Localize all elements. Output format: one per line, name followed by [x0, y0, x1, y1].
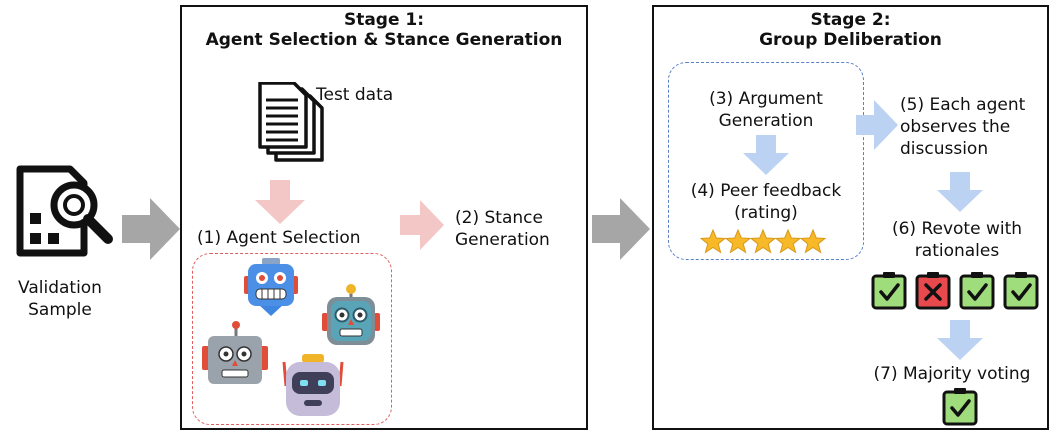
pink-arrow-right: [400, 200, 444, 250]
argument-line-1: (3) Argument: [709, 89, 823, 109]
peer-feedback-label: (4) Peer feedback (rating): [668, 180, 864, 224]
blue-arrow-down-majority: [937, 320, 983, 360]
gray-arrow-to-stage2: [592, 198, 650, 260]
robot-lavender-icon: [280, 352, 346, 418]
stage2-title-line-1: Stage 2:: [810, 10, 891, 30]
agent-pool-box: [192, 253, 392, 425]
stance-line-2: Generation: [455, 230, 550, 250]
stage1-title: Stage 1: Agent Selection & Stance Genera…: [180, 10, 588, 50]
argument-line-2: Generation: [718, 111, 814, 131]
blue-arrow-down-argument: [743, 135, 789, 175]
observe-line-3: discussion: [900, 139, 989, 159]
rating-stars: [700, 229, 830, 255]
revote-line-2: rationales: [914, 241, 1000, 261]
vote-boxes: [871, 272, 1043, 310]
stage2-box: [652, 5, 1049, 430]
peer-line-1: (4) Peer feedback: [690, 181, 842, 201]
majority-voting-label: (7) Majority voting: [873, 364, 1031, 384]
discussion-box: [668, 62, 864, 260]
stage2-title-line-2: Group Deliberation: [759, 30, 942, 50]
argument-generation-label: (3) Argument Generation: [668, 88, 864, 132]
blue-arrow-right: [856, 100, 898, 150]
robot-blue-icon: [240, 258, 302, 318]
robot-gray-icon: [200, 320, 270, 388]
observe-discussion-label: (5) Each agent observes the discussion: [900, 94, 1025, 160]
test-data-documents-icon: [258, 82, 330, 162]
revote-line-1: (6) Revote with: [891, 219, 1023, 239]
revote-label: (6) Revote with rationales: [862, 218, 1049, 262]
stage1-title-line-1: Stage 1:: [343, 10, 425, 30]
vote-check-icon: [1003, 272, 1039, 310]
test-data-label: Test data: [316, 85, 394, 105]
stage1-box: [180, 5, 588, 430]
blue-arrow-down-revote: [937, 172, 983, 212]
validation-line-1: Validation: [18, 278, 102, 298]
validation-line-2: Sample: [28, 300, 92, 320]
robot-teal-icon: [320, 283, 382, 351]
peer-line-2: (rating): [734, 203, 798, 223]
vote-check-icon: [959, 272, 995, 310]
stance-generation-label: (2) Stance Generation: [455, 207, 550, 251]
validation-sample-label: Validation Sample: [0, 277, 120, 321]
final-vote-check-icon: [942, 388, 978, 426]
pink-arrow-down: [255, 180, 305, 224]
vote-cross-icon: [915, 272, 951, 310]
stance-line-1: (2) Stance: [455, 208, 543, 228]
vote-check-icon: [871, 272, 907, 310]
validation-sample-icon: [10, 165, 120, 265]
stage2-title: Stage 2: Group Deliberation: [652, 10, 1049, 50]
gray-arrow-to-stage1: [122, 198, 180, 260]
observe-line-1: (5) Each agent: [900, 95, 1026, 115]
stage1-title-line-2: Agent Selection & Stance Generation: [205, 30, 563, 50]
agent-selection-label: (1) Agent Selection: [197, 228, 361, 248]
observe-line-2: observes the: [900, 117, 1011, 137]
